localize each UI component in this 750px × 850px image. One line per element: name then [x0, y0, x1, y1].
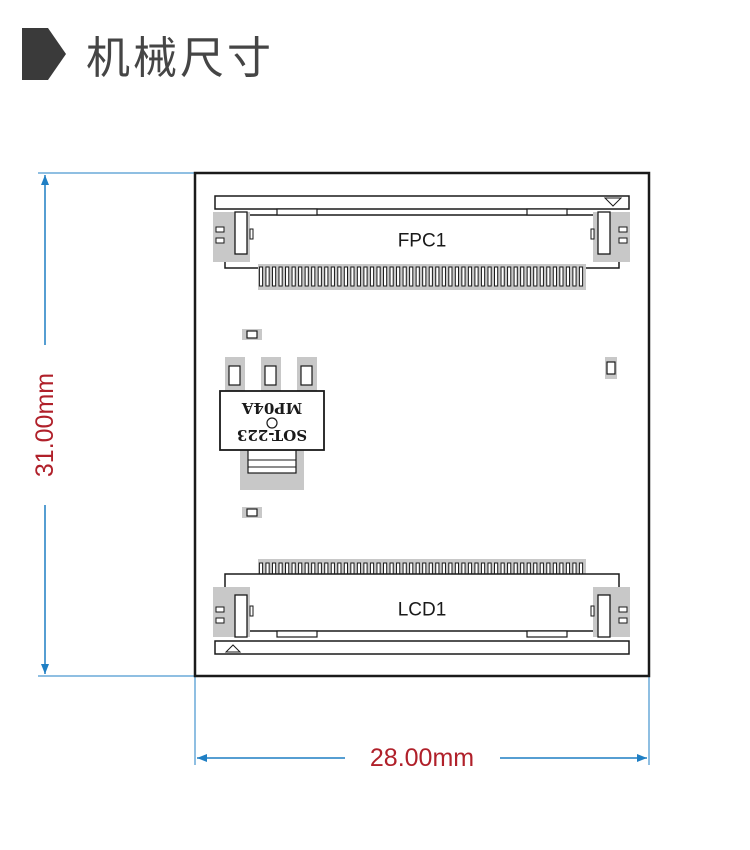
height-label: 31.00mm: [31, 373, 59, 477]
fpc1-pin: [448, 266, 453, 287]
fpc1-pin: [539, 266, 544, 287]
fpc1-pin: [428, 266, 433, 287]
smd-capacitor-top: [242, 329, 262, 340]
fpc1-tab-right: [597, 211, 611, 255]
lcd1-latch-left: [276, 630, 318, 638]
fpc1-pin: [369, 266, 375, 287]
fpc1-pin: [435, 266, 440, 287]
fpc1-pin: [552, 266, 557, 287]
fpc1-outer-rail: [214, 195, 630, 210]
fpc1-pin: [480, 266, 486, 287]
fpc1-pin: [441, 266, 446, 287]
lcd1-stub-right-2: [618, 617, 628, 624]
fpc1-pin: [454, 266, 460, 287]
fpc1-pin: [565, 266, 571, 287]
smd-capacitor-bottom: [242, 507, 262, 518]
fpc1-label: FPC1: [398, 231, 447, 252]
fpc1-pin: [578, 266, 584, 287]
regulator-marking: MP04A: [241, 399, 302, 417]
fpc1-latch-left: [276, 208, 318, 216]
fpc1-tab-left: [234, 211, 248, 255]
lcd1-tab-right: [597, 594, 611, 638]
fpc1-pin1-marker: [603, 197, 623, 207]
fpc1-stub-right-2: [618, 237, 628, 244]
fpc1-pin: [402, 266, 407, 287]
fpc1-pin: [461, 266, 466, 287]
page-header: 机械尺寸: [22, 22, 274, 86]
pentagon-arrow-icon: [22, 28, 66, 80]
fpc1-pin: [559, 266, 564, 287]
fpc1-pin: [271, 266, 277, 287]
fpc1-slot-right: [590, 228, 595, 240]
width-label: 28.00mm: [370, 744, 474, 772]
lcd1-outer-rail: [214, 640, 630, 655]
fpc1-pin: [415, 266, 420, 287]
lcd1-slot-right: [590, 605, 595, 617]
fpc1-pin: [467, 266, 473, 287]
fpc1-pin: [317, 266, 322, 287]
lcd1-stub-left: [215, 606, 225, 613]
lcd1-stub-left-2: [215, 617, 225, 624]
lcd1-slot-left: [249, 605, 254, 617]
fpc1-pin: [304, 266, 309, 287]
height-dimension: 31.00mm: [31, 172, 195, 677]
fpc1-pin: [533, 266, 538, 287]
fpc1-pin: [422, 266, 427, 287]
fpc1-pin: [356, 266, 362, 287]
fpc1-pin: [337, 266, 342, 287]
fpc1-pin: [330, 266, 335, 287]
fpc1-stub-right: [618, 226, 628, 233]
fpc1-stub-left-2: [215, 237, 225, 244]
fpc1-pin: [389, 266, 394, 287]
fpc1-pin: [285, 266, 290, 287]
fpc1-stub-left: [215, 226, 225, 233]
fpc1-pin: [507, 266, 512, 287]
regulator-package: SOT-223: [237, 426, 307, 444]
fpc1-pin: [311, 266, 316, 287]
fpc1-pin: [487, 266, 492, 287]
fpc1-pin: [500, 266, 505, 287]
page-title: 机械尺寸: [86, 33, 274, 84]
lcd1-label: LCD1: [398, 600, 447, 621]
fpc1-pin: [572, 266, 577, 287]
fpc1-pin: [513, 266, 518, 287]
fpc1-pin: [298, 266, 303, 287]
fpc1-pin: [265, 266, 270, 287]
fpc1-pin: [324, 266, 329, 287]
regulator-pin1-dot: [266, 417, 278, 429]
fpc1-pin: [494, 266, 499, 287]
sot223-regulator: MP04A SOT-223: [219, 357, 325, 490]
lcd1-stub-right: [618, 606, 628, 613]
fpc1-pin: [291, 266, 296, 287]
fpc1-pin: [382, 266, 388, 287]
fpc1-latch-right: [526, 208, 568, 216]
smd-resistor-right: [605, 357, 617, 379]
fpc1-pin: [363, 266, 368, 287]
fpc1-slot-left: [249, 228, 254, 240]
fpc1-connector: FPC1: [213, 195, 630, 290]
lcd1-latch-right: [526, 630, 568, 638]
fpc1-pin: [343, 266, 348, 287]
fpc1-pin: [376, 266, 381, 287]
fpc1-pin: [546, 266, 551, 287]
lcd1-tab-left: [234, 594, 248, 638]
fpc1-pin: [258, 266, 264, 287]
fpc1-pin: [409, 266, 414, 287]
fpc1-pin: [526, 266, 531, 287]
lcd1-pin1-marker: [224, 644, 242, 653]
fpc1-pin: [396, 266, 401, 287]
fpc1-pin: [350, 266, 355, 287]
fpc1-pin: [520, 266, 525, 287]
fpc1-pin: [474, 266, 479, 287]
width-dimension: 28.00mm: [194, 676, 650, 772]
fpc1-pin-row: [258, 266, 584, 287]
fpc1-pin: [278, 266, 283, 287]
lcd1-connector: LCD1: [213, 559, 630, 655]
